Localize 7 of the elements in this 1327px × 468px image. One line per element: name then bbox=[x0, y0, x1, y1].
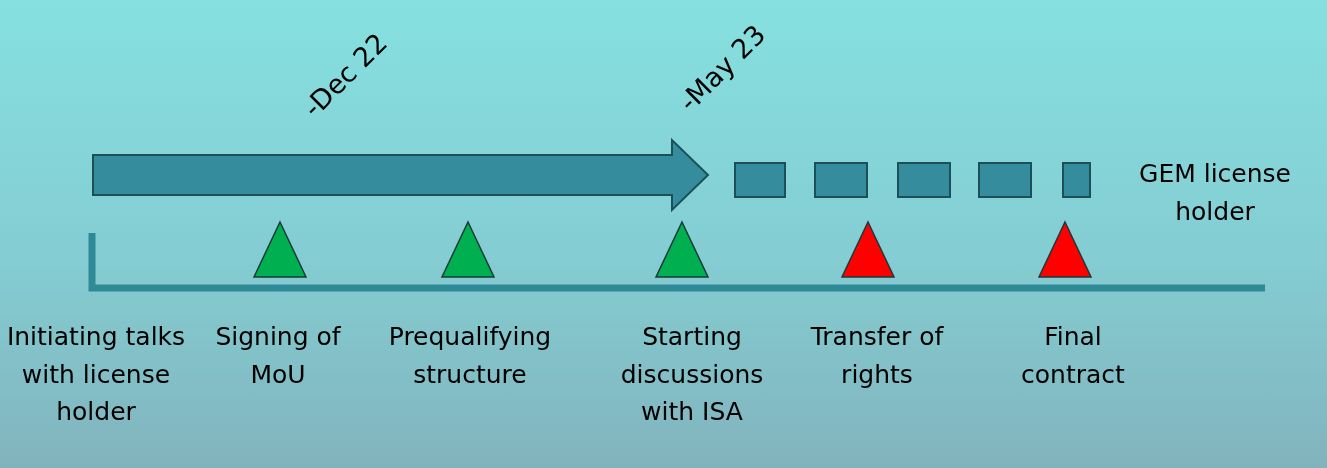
milestone-label: Initiating talks with license holder bbox=[5, 321, 187, 428]
milestone-label: Transfer of rights bbox=[809, 321, 945, 391]
milestone-label: Prequalifying structure bbox=[387, 321, 553, 391]
milestone-label: Signing of MoU bbox=[214, 321, 342, 391]
milestone-label: GEM license holder bbox=[1138, 158, 1292, 228]
milestone-label: Final contract bbox=[1020, 321, 1126, 391]
milestone-label: Starting discussions with ISA bbox=[619, 321, 765, 428]
